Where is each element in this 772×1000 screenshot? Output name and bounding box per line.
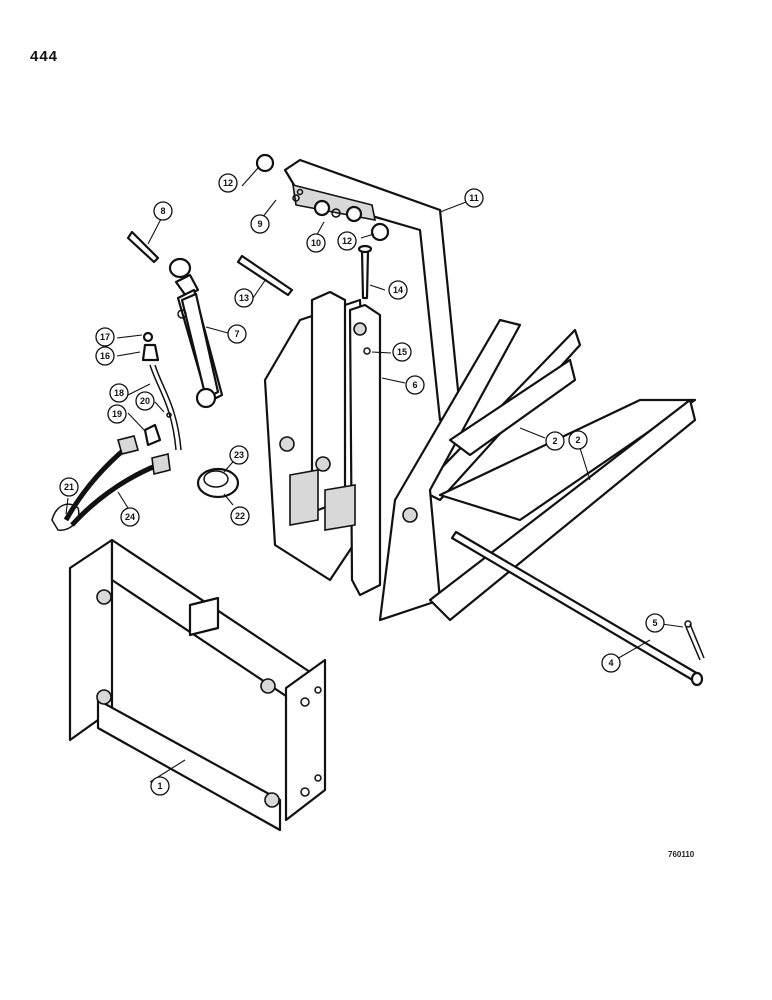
callout-circle (464, 188, 484, 208)
callout-number: 2 (575, 435, 580, 445)
callout-circle (568, 430, 588, 450)
callout-number: 11 (469, 193, 479, 203)
callout-number: 7 (234, 329, 239, 339)
callout-10: 10 (306, 233, 326, 253)
callout-11: 11 (464, 188, 484, 208)
callout-number: 23 (234, 450, 244, 460)
callout-circle (120, 507, 140, 527)
callout-circle (150, 776, 170, 796)
callout-number: 2 (552, 436, 557, 446)
hydraulic-fittings (141, 331, 182, 451)
pivot-pin (236, 254, 294, 297)
callout-14: 14 (388, 280, 408, 300)
callout-15: 15 (392, 342, 412, 362)
callout-number: 4 (608, 658, 613, 668)
callout-circle (545, 431, 565, 451)
callout-number: 13 (239, 293, 249, 303)
hydraulic-hoses (51, 435, 171, 531)
callout-number: 24 (125, 512, 135, 522)
callout-number: 5 (652, 618, 657, 628)
cylinder-cap (196, 467, 240, 499)
long-pin (450, 530, 704, 687)
hydraulic-cylinder (168, 257, 224, 409)
callout-5: 5 (645, 613, 665, 633)
mounting-frame (68, 538, 327, 832)
cotter-pin (684, 620, 705, 661)
grapple-tines (378, 318, 697, 622)
callout-number: 14 (393, 285, 403, 295)
center-plates (263, 290, 418, 597)
callout-19: 19 (107, 404, 127, 424)
callout-circle (645, 613, 665, 633)
callout-22: 22 (230, 506, 250, 526)
drawing-code: 760110 (668, 850, 695, 859)
callout-circle (135, 391, 155, 411)
callout-13: 13 (234, 288, 254, 308)
callout-circle (392, 342, 412, 362)
callout-number: 18 (114, 388, 124, 398)
callout-24: 24 (120, 507, 140, 527)
callout-18: 18 (109, 383, 129, 403)
callout-21: 21 (59, 477, 79, 497)
callout-circle (405, 375, 425, 395)
callout-circle (153, 201, 173, 221)
callout-number: 6 (412, 380, 417, 390)
callout-circle (601, 653, 621, 673)
callout-16: 16 (95, 346, 115, 366)
callout-number: 1 (157, 781, 162, 791)
callout-12: 12 (218, 173, 238, 193)
callout-circle (95, 327, 115, 347)
callout-circle (218, 173, 238, 193)
callout-4: 4 (601, 653, 621, 673)
callout-number: 22 (235, 511, 245, 521)
callout-number: 15 (397, 347, 407, 357)
callout-2: 2 (545, 431, 565, 451)
callout-23: 23 (229, 445, 249, 465)
callout-number: 20 (140, 396, 150, 406)
callout-number: 9 (257, 219, 262, 229)
callout-20: 20 (135, 391, 155, 411)
callout-number: 10 (311, 238, 321, 248)
callout-2: 2 (568, 430, 588, 450)
callout-circle (107, 404, 127, 424)
callout-circle (229, 445, 249, 465)
callout-circle (234, 288, 254, 308)
callout-circle (230, 506, 250, 526)
callout-number: 8 (160, 206, 165, 216)
callout-number: 12 (223, 178, 233, 188)
callout-circle (109, 383, 129, 403)
callout-number: 17 (100, 332, 110, 342)
callout-circle (59, 477, 79, 497)
top-arm (283, 158, 462, 422)
callout-8: 8 (153, 201, 173, 221)
callout-circle (227, 324, 247, 344)
cylinder-pin (126, 230, 160, 264)
callout-6: 6 (405, 375, 425, 395)
callout-circle (306, 233, 326, 253)
callout-circle (95, 346, 115, 366)
page-number: 444 (30, 48, 59, 65)
hardware (255, 153, 390, 300)
callout-12: 12 (337, 231, 357, 251)
callout-number: 21 (64, 482, 74, 492)
callout-9: 9 (250, 214, 270, 234)
callout-circle (388, 280, 408, 300)
callout-17: 17 (95, 327, 115, 347)
callout-number: 19 (112, 409, 122, 419)
callout-1: 1 (150, 776, 170, 796)
leader-lines (65, 167, 684, 783)
callout-number: 12 (342, 236, 352, 246)
callout-circle (250, 214, 270, 234)
callout-circle (337, 231, 357, 251)
callout-7: 7 (227, 324, 247, 344)
callout-number: 16 (100, 351, 110, 361)
